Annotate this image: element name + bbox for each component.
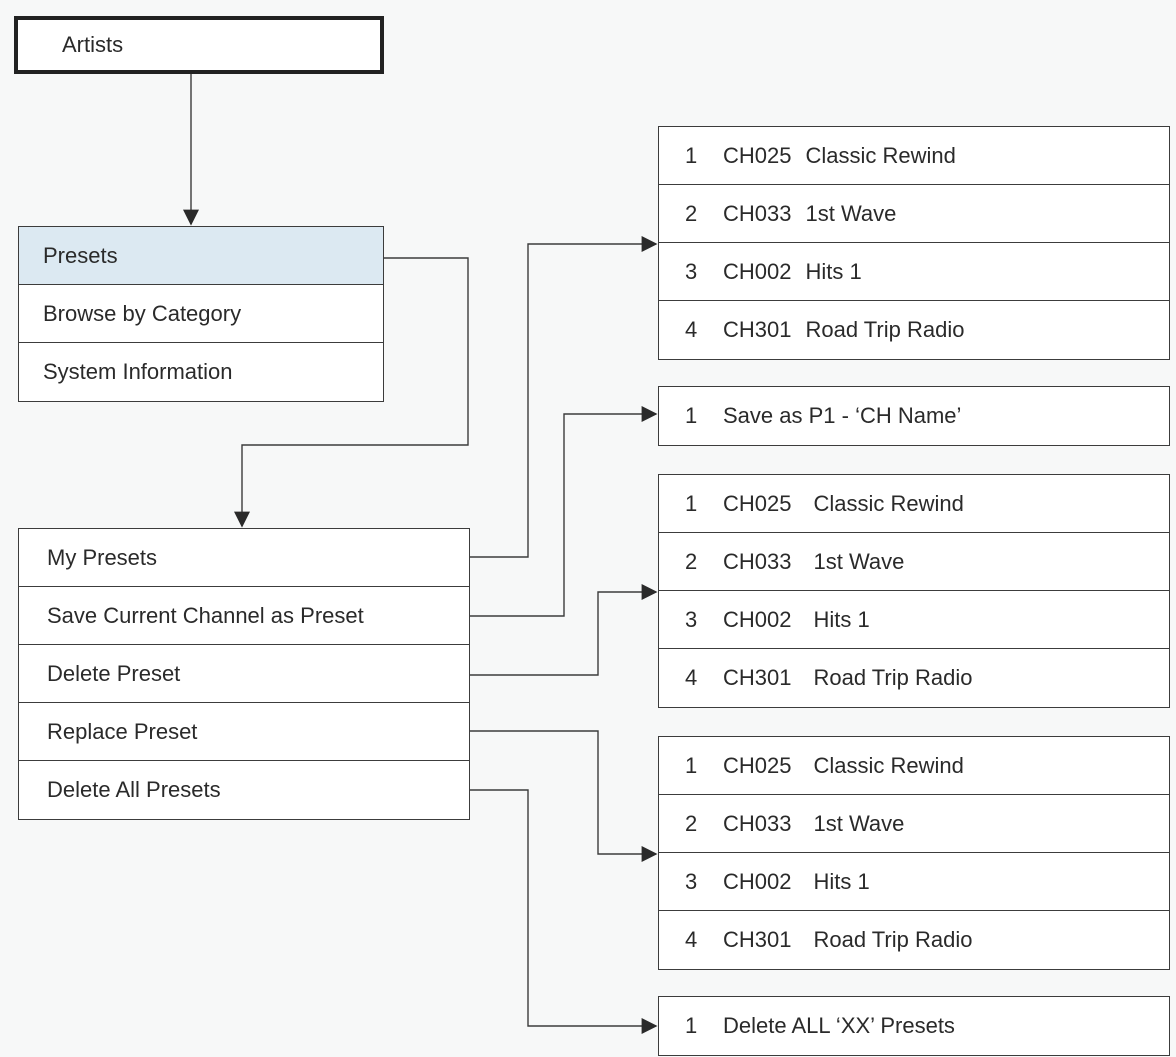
channel-code: CH025: [723, 490, 792, 516]
artists-node[interactable]: Artists: [14, 16, 384, 74]
menu-item-delete-preset[interactable]: Delete Preset: [19, 645, 469, 703]
channel-name: 1st Wave: [813, 810, 905, 836]
connector-save-to-option: [470, 406, 658, 617]
preset-number: 2: [685, 810, 698, 836]
menu-item-label: System Information: [43, 359, 233, 384]
option-label: Delete ALL ‘XX’ Presets: [723, 1013, 955, 1038]
preset-number: 2: [685, 200, 698, 226]
list-item[interactable]: 2 CH033 1st Wave: [659, 795, 1169, 853]
preset-number: 4: [685, 927, 698, 952]
option-number: 1: [685, 1013, 698, 1038]
menu-item-save-current-channel[interactable]: Save Current Channel as Preset: [19, 587, 469, 645]
menu-item-label: Delete All Presets: [47, 777, 221, 802]
my-presets-list: 1 CH025 Classic Rewind 2 CH033 1st Wave 3 CH0…: [658, 126, 1170, 360]
preset-number: 4: [685, 317, 698, 342]
list-item[interactable]: 2 CH033 1st Wave: [659, 533, 1169, 591]
channel-name: Hits 1: [813, 606, 870, 632]
list-item[interactable]: 1 CH025 Classic Rewind: [659, 127, 1169, 185]
channel-code: CH033: [723, 200, 792, 226]
menu-item-replace-preset[interactable]: Replace Preset: [19, 703, 469, 761]
connector-mypresets-to-list: [470, 236, 658, 558]
menu-item-label: Replace Preset: [47, 718, 198, 744]
list-item[interactable]: 3 CH002 Hits 1: [659, 591, 1169, 649]
delete-preset-list: 1 CH025 Classic Rewind 2 CH033 1st Wave 3 CH0…: [658, 474, 1170, 708]
channel-name: Classic Rewind: [813, 752, 964, 778]
replace-preset-list: 1 CH025 Classic Rewind 2 CH033 1st Wave 3 CH0…: [658, 736, 1170, 970]
menu-item-presets[interactable]: Presets: [19, 227, 383, 285]
list-item[interactable]: 4 CH301 Road Trip Radio: [659, 649, 1169, 707]
preset-number: 2: [685, 548, 698, 574]
channel-code: CH002: [723, 606, 792, 632]
preset-number: 3: [685, 606, 698, 632]
artists-label: Artists: [62, 32, 124, 57]
list-item[interactable]: 1 CH025 Classic Rewind: [659, 737, 1169, 795]
menu-item-my-presets[interactable]: My Presets: [19, 529, 469, 587]
preset-number: 1: [685, 490, 698, 516]
menu-item-label: Save Current Channel as Preset: [47, 602, 364, 628]
channel-code: CH002: [723, 258, 792, 284]
list-item[interactable]: 1 Save as P1 - ‘CH Name’: [659, 387, 1169, 445]
list-item[interactable]: 1 Delete ALL ‘XX’ Presets: [659, 997, 1169, 1055]
channel-code: CH002: [723, 868, 792, 894]
connector-deleteall-to-option: [470, 789, 658, 1034]
channel-name: Road Trip Radio: [813, 665, 973, 690]
channel-code: CH033: [723, 810, 792, 836]
save-preset-option: 1 Save as P1 - ‘CH Name’: [658, 386, 1170, 446]
presets-menu: My Presets Save Current Channel as Prese…: [18, 528, 470, 820]
list-item[interactable]: 1 CH025 Classic Rewind: [659, 475, 1169, 533]
menu-item-label: Presets: [43, 242, 118, 268]
preset-number: 3: [685, 868, 698, 894]
main-menu: Presets Browse by Category System Inform…: [18, 226, 384, 402]
channel-code: CH301: [723, 317, 792, 342]
list-item[interactable]: 4 CH301 Road Trip Radio: [659, 301, 1169, 359]
menu-item-delete-all-presets[interactable]: Delete All Presets: [19, 761, 469, 819]
channel-name: Road Trip Radio: [813, 927, 973, 952]
delete-all-option: 1 Delete ALL ‘XX’ Presets: [658, 996, 1170, 1056]
channel-name: Classic Rewind: [805, 142, 956, 168]
channel-code: CH301: [723, 665, 792, 690]
channel-name: Classic Rewind: [813, 490, 964, 516]
channel-code: CH025: [723, 752, 792, 778]
list-item[interactable]: 3 CH002 Hits 1: [659, 853, 1169, 911]
menu-item-system-information[interactable]: System Information: [19, 343, 383, 401]
connector-replace-to-list: [470, 730, 658, 862]
preset-number: 4: [685, 665, 698, 690]
list-item[interactable]: 3 CH002 Hits 1: [659, 243, 1169, 301]
channel-code: CH033: [723, 548, 792, 574]
channel-name: 1st Wave: [805, 200, 897, 226]
option-number: 1: [685, 403, 698, 428]
channel-code: CH301: [723, 927, 792, 952]
list-item[interactable]: 2 CH033 1st Wave: [659, 185, 1169, 243]
menu-item-browse-by-category[interactable]: Browse by Category: [19, 285, 383, 343]
channel-name: Road Trip Radio: [805, 317, 965, 342]
channel-name: Hits 1: [813, 868, 870, 894]
menu-item-label: My Presets: [47, 544, 158, 570]
preset-number: 1: [685, 752, 698, 778]
connector-delete-to-list: [470, 584, 658, 676]
channel-code: CH025: [723, 142, 792, 168]
channel-name: 1st Wave: [813, 548, 905, 574]
preset-number: 3: [685, 258, 698, 284]
list-item[interactable]: 4 CH301 Road Trip Radio: [659, 911, 1169, 969]
channel-name: Hits 1: [805, 258, 862, 284]
menu-item-label: Delete Preset: [47, 660, 181, 686]
preset-number: 1: [685, 142, 698, 168]
option-label: Save as P1 - ‘CH Name’: [723, 403, 962, 428]
menu-item-label: Browse by Category: [43, 300, 242, 326]
